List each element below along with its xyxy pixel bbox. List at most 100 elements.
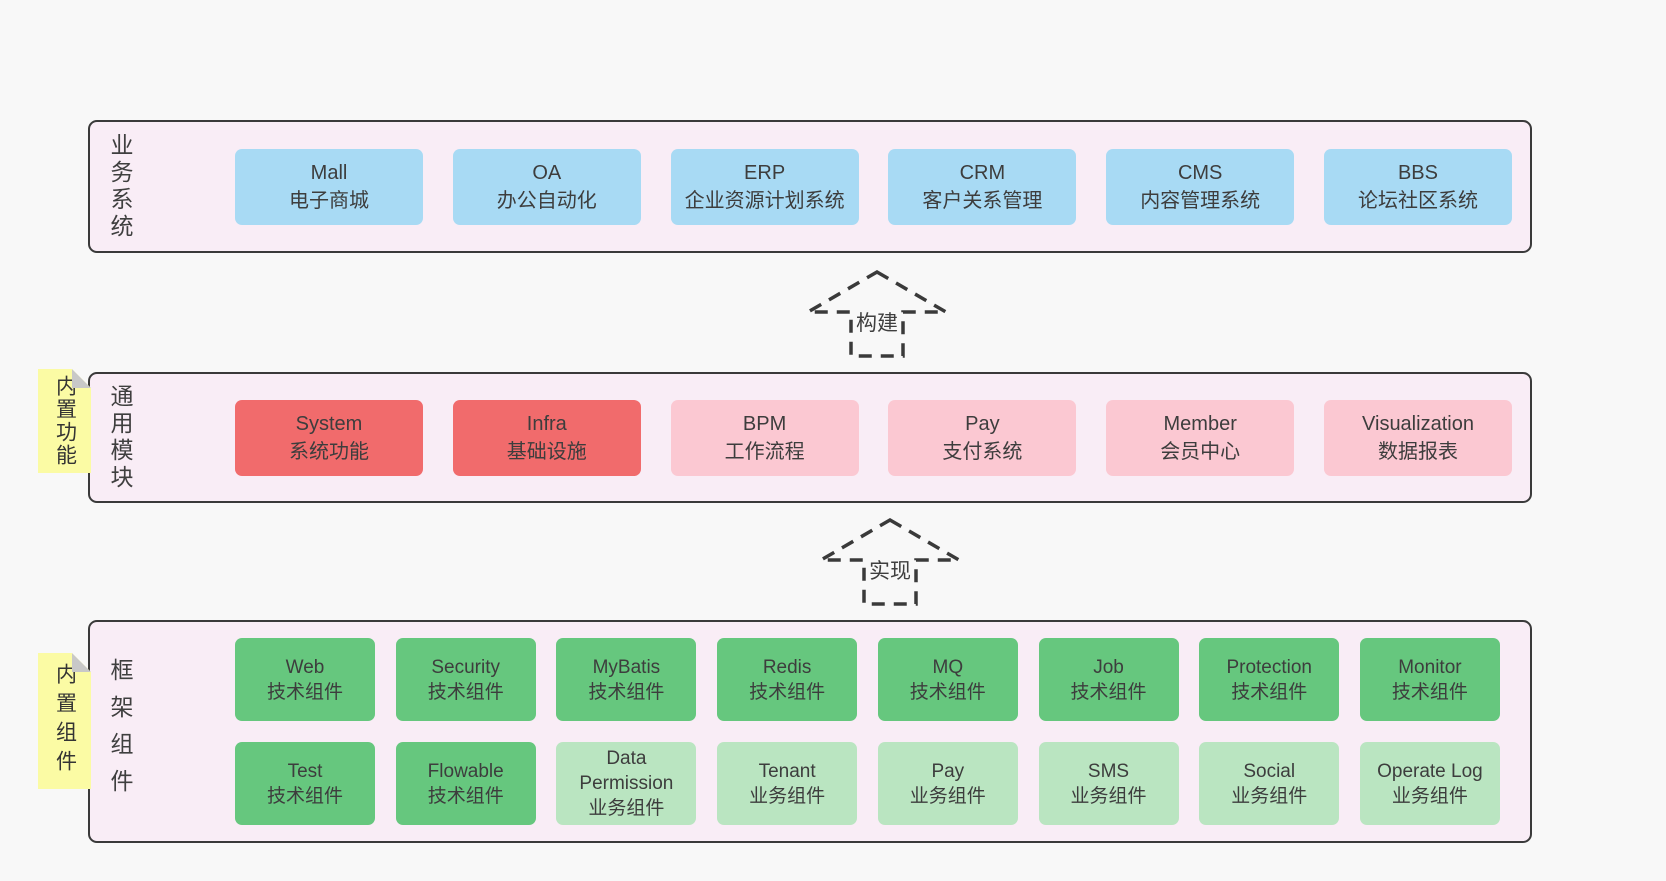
module-box-protection: Protection 技术组件	[1199, 638, 1340, 721]
module-box-title: System	[295, 412, 363, 435]
module-box-title: Operate Log	[1377, 760, 1483, 782]
module-box-pay: Pay 业务组件	[877, 742, 1018, 825]
module-box-bpm: BPM 工作流程	[670, 399, 859, 476]
module-box-title: Security	[431, 656, 501, 678]
section-label-framework-components: 框架组件	[107, 657, 133, 806]
module-box-title: ERP	[744, 161, 786, 184]
module-box-subtitle: 业务组件	[1231, 785, 1308, 807]
module-box-monitor: Monitor 技术组件	[1359, 638, 1500, 721]
module-box-title: Social	[1243, 760, 1296, 782]
module-box-subtitle: 技术组件	[266, 681, 343, 703]
module-box-flowable: Flowable 技术组件	[395, 742, 536, 825]
module-box-subtitle: 办公自动化	[496, 189, 597, 212]
module-box-subtitle: 业务组件	[909, 785, 986, 807]
module-box-title: Pay	[965, 412, 1000, 435]
module-box-title: CMS	[1177, 161, 1223, 184]
module-box-title: Visualization	[1362, 412, 1474, 435]
module-box-oa: OA 办公自动化	[452, 148, 641, 225]
dashed-arrow-outline	[802, 269, 952, 358]
module-box-bbs: BBS 论坛社区系统	[1323, 148, 1512, 225]
module-box-subtitle: 技术组件	[1231, 681, 1308, 703]
module-box-mall: Mall 电子商城	[235, 148, 423, 225]
module-box-subtitle: 工作流程	[724, 440, 805, 463]
module-box-subtitle: 业务组件	[1070, 785, 1147, 807]
module-box-erp: ERP 企业资源计划系统	[670, 148, 859, 225]
module-box-operate-log: Operate Log 业务组件	[1359, 742, 1500, 825]
module-box-title: Job	[1093, 656, 1124, 678]
module-box-title: Mall	[310, 161, 348, 184]
module-box-subtitle: 内容管理系统	[1140, 189, 1261, 212]
module-box-test: Test 技术组件	[235, 742, 375, 825]
module-box-subtitle: 技术组件	[1391, 681, 1468, 703]
module-box-subtitle: 技术组件	[1070, 681, 1147, 703]
module-box-title: Data Permission	[579, 748, 674, 794]
module-box-title: Web	[285, 656, 325, 678]
implement-arrow-up-icon: 实现	[815, 517, 965, 606]
arrow-label-build: 构建	[856, 312, 898, 335]
module-box-subtitle: 电子商城	[289, 189, 369, 212]
sticky-note-builtin-features: 内置功能	[38, 369, 91, 473]
section-label-business-systems: 业务系统	[107, 132, 133, 241]
build-arrow-up-icon: 构建	[802, 269, 952, 358]
module-box-title: SMS	[1087, 760, 1130, 782]
module-box-redis: Redis 技术组件	[717, 638, 858, 721]
module-box-subtitle: 基础设施	[506, 440, 587, 463]
module-box-subtitle: 数据报表	[1377, 440, 1458, 463]
module-box-title: Test	[287, 760, 323, 782]
module-box-data-permission: Data Permission 业务组件	[556, 742, 697, 825]
module-box-title: Monitor	[1398, 656, 1462, 678]
module-box-title: Member	[1163, 412, 1237, 435]
module-box-web: Web 技术组件	[235, 638, 375, 721]
module-box-subtitle: 支付系统	[942, 440, 1023, 463]
module-box-subtitle: 技术组件	[749, 681, 826, 703]
module-box-subtitle: 论坛社区系统	[1357, 189, 1478, 212]
module-box-cms: CMS 内容管理系统	[1106, 148, 1295, 225]
module-box-mybatis: MyBatis 技术组件	[556, 638, 697, 721]
module-box-subtitle: 技术组件	[266, 785, 343, 807]
sticky-note-builtin-components: 内置组件	[38, 653, 91, 789]
module-box-subtitle: 技术组件	[427, 785, 504, 807]
sticky-note-label: 内置功能	[53, 375, 77, 467]
module-box-subtitle: 技术组件	[909, 681, 986, 703]
module-box-title: Pay	[931, 760, 965, 782]
module-box-subtitle: 客户关系管理	[922, 189, 1043, 212]
module-box-title: OA	[532, 161, 562, 184]
module-box-social: Social 业务组件	[1199, 742, 1340, 825]
dashed-arrow-outline	[815, 517, 965, 606]
module-box-title: MQ	[932, 656, 964, 678]
module-box-system: System 系统功能	[235, 399, 423, 476]
module-box-title: MyBatis	[592, 656, 661, 678]
module-box-subtitle: 业务组件	[588, 798, 665, 819]
module-box-subtitle: 系统功能	[289, 440, 369, 463]
module-box-sms: SMS 业务组件	[1038, 742, 1179, 825]
module-box-title: Redis	[762, 656, 812, 678]
sticky-note-label: 内置组件	[53, 663, 77, 779]
module-box-title: BPM	[742, 412, 787, 435]
module-box-subtitle: 业务组件	[1391, 785, 1468, 807]
module-box-subtitle: 技术组件	[588, 681, 665, 703]
module-box-pay: Pay 支付系统	[888, 399, 1077, 476]
module-box-mq: MQ 技术组件	[877, 638, 1018, 721]
module-box-job: Job 技术组件	[1038, 638, 1179, 721]
module-box-subtitle: 业务组件	[749, 785, 826, 807]
module-box-title: Flowable	[427, 760, 504, 782]
module-box-title: Protection	[1226, 656, 1312, 678]
module-box-title: Tenant	[758, 760, 816, 782]
module-box-tenant: Tenant 业务组件	[717, 742, 858, 825]
module-box-subtitle: 企业资源计划系统	[684, 189, 845, 212]
section-label-common-modules: 通用模块	[107, 383, 133, 492]
module-box-title: BBS	[1397, 161, 1438, 184]
